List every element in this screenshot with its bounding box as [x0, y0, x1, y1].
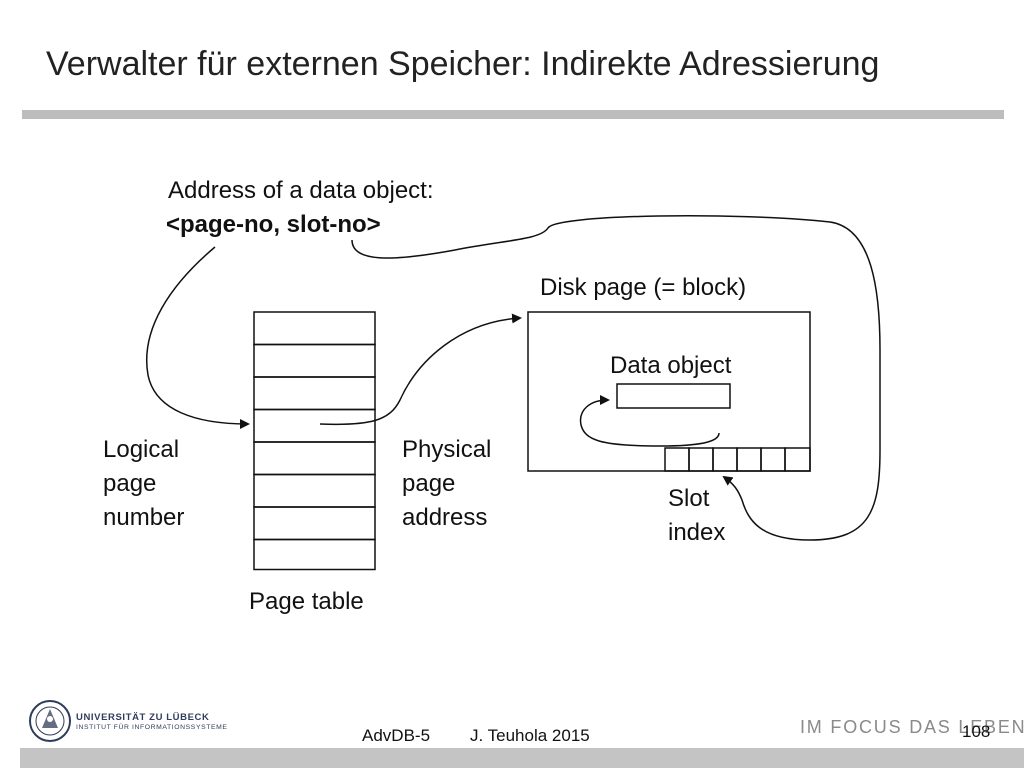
page-table: [253, 311, 376, 571]
page-table-cell: [253, 408, 376, 443]
logical-page-number-label: Logical page number: [103, 436, 185, 531]
slide-number: 108: [962, 722, 991, 741]
page-table-cell: [253, 376, 376, 411]
university-logo: UNIVERSITÄT ZU LÜBECK INSTITUT FÜR INFOR…: [28, 698, 228, 744]
page-table-cell: [253, 506, 376, 541]
data-object-box: [616, 383, 731, 409]
course-code: AdvDB-5: [362, 726, 431, 745]
footer-bar: [20, 748, 1024, 768]
physical-page-address-label: Physical page address: [402, 436, 492, 531]
slot-index-array: [664, 447, 811, 472]
slot-cell: [784, 447, 811, 472]
data-object-label: Data object: [610, 352, 732, 379]
slot-index-label: Slot index: [668, 485, 726, 546]
slide-title: Verwalter für externen Speicher: Indirek…: [46, 45, 880, 83]
university-seal-icon: [29, 700, 71, 742]
slot-cell: [760, 447, 786, 472]
page-table-cell: [253, 311, 376, 346]
slot-cell: [712, 447, 738, 472]
slot-to-object-arrow: [579, 395, 720, 447]
page-table-cell: [253, 441, 376, 476]
address-format: <page-no, slot-no>: [166, 211, 381, 238]
slot-cell: [688, 447, 714, 472]
page-no-arrow: [146, 246, 250, 429]
physical-address-arrow: [319, 313, 522, 426]
slot-cell: [664, 447, 690, 472]
page-table-cell: [253, 343, 376, 378]
institute-name: INSTITUT FÜR INFORMATIONSSYSTEME: [76, 724, 228, 731]
slot-no-arrow: [351, 215, 881, 541]
title-rule: [22, 110, 1004, 119]
slogan: IM FOCUS DAS LEBEN: [800, 717, 1024, 737]
disk-page-box: [527, 311, 811, 472]
page-table-label: Page table: [249, 588, 364, 615]
university-name: UNIVERSITÄT ZU LÜBECK: [76, 712, 210, 723]
address-label: Address of a data object:: [168, 177, 434, 204]
disk-page-label: Disk page (= block): [540, 274, 747, 301]
page-table-cell: [253, 473, 376, 508]
page-table-cell: [253, 538, 376, 571]
author-credit: J. Teuhola 2015: [470, 726, 590, 745]
slot-cell: [736, 447, 762, 472]
